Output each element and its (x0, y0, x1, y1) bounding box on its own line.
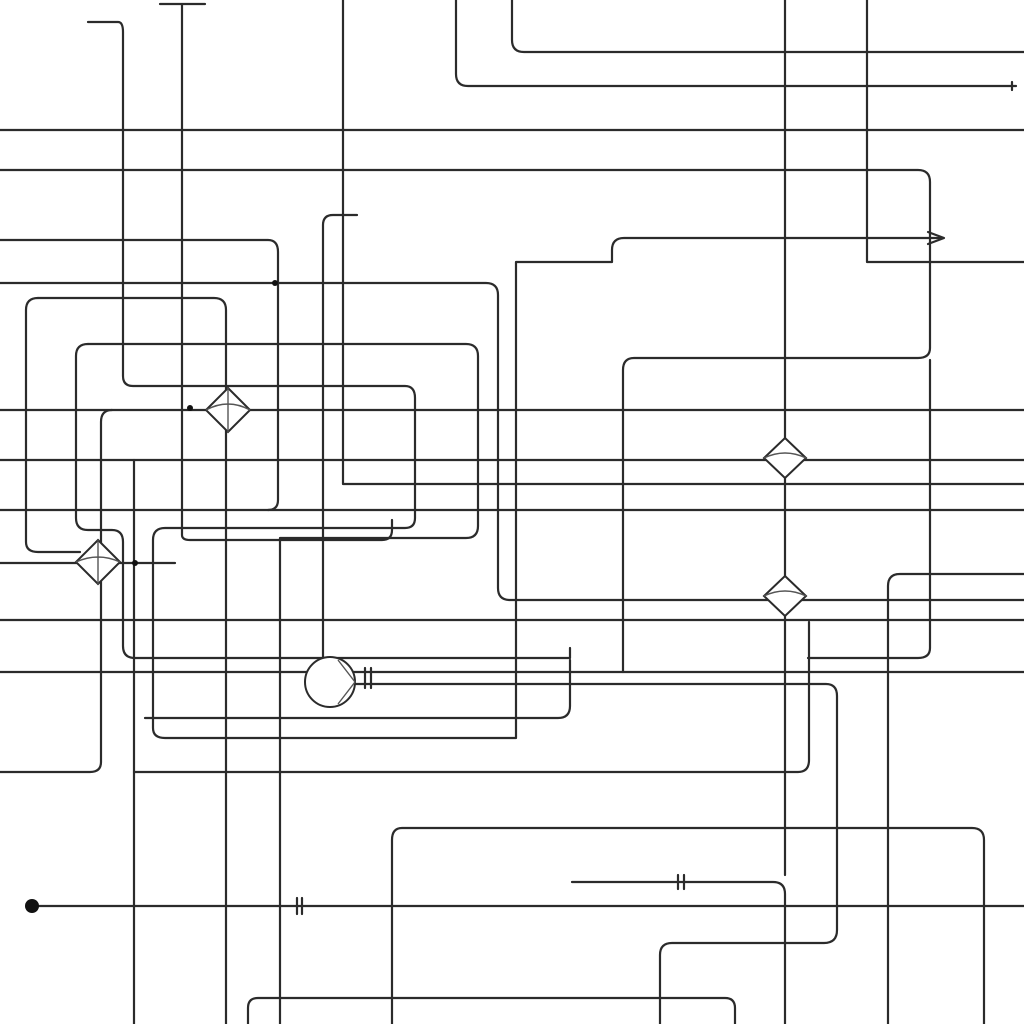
wire (74, 342, 572, 660)
wire (246, 996, 737, 1024)
wire (86, 342, 480, 1024)
ticks (295, 80, 1014, 916)
wire (321, 213, 359, 662)
capacitor-mark (295, 896, 304, 916)
wire (158, 2, 394, 542)
junctions (25, 280, 808, 913)
wire (570, 880, 787, 1024)
wire (0, 238, 280, 512)
wire (132, 620, 811, 774)
wire (353, 682, 839, 1024)
junction-dot (132, 560, 138, 566)
wire (806, 358, 932, 660)
junction-node-icon (762, 574, 808, 618)
capacitor-mark (676, 873, 686, 891)
wire (36, 296, 228, 1024)
circle-node-icon (304, 656, 356, 708)
junction-dot (272, 280, 278, 286)
wire (86, 20, 942, 740)
terminal-dot-icon (25, 899, 39, 913)
junction-node-icon (204, 386, 252, 434)
wire (390, 826, 986, 1024)
wire (510, 0, 1024, 54)
junction-node-icon (762, 436, 808, 480)
capacitor-mark (363, 666, 373, 690)
wire (341, 0, 1024, 486)
wire (24, 296, 82, 554)
wire (865, 0, 1024, 264)
wire (0, 168, 932, 674)
wire (143, 658, 572, 720)
wire (0, 408, 114, 774)
wire (0, 281, 1024, 602)
arrow-mark (926, 230, 946, 246)
junction-node-icon (74, 538, 122, 586)
wire (454, 0, 1018, 88)
junction-dot (187, 405, 193, 411)
wire (886, 572, 1024, 1024)
